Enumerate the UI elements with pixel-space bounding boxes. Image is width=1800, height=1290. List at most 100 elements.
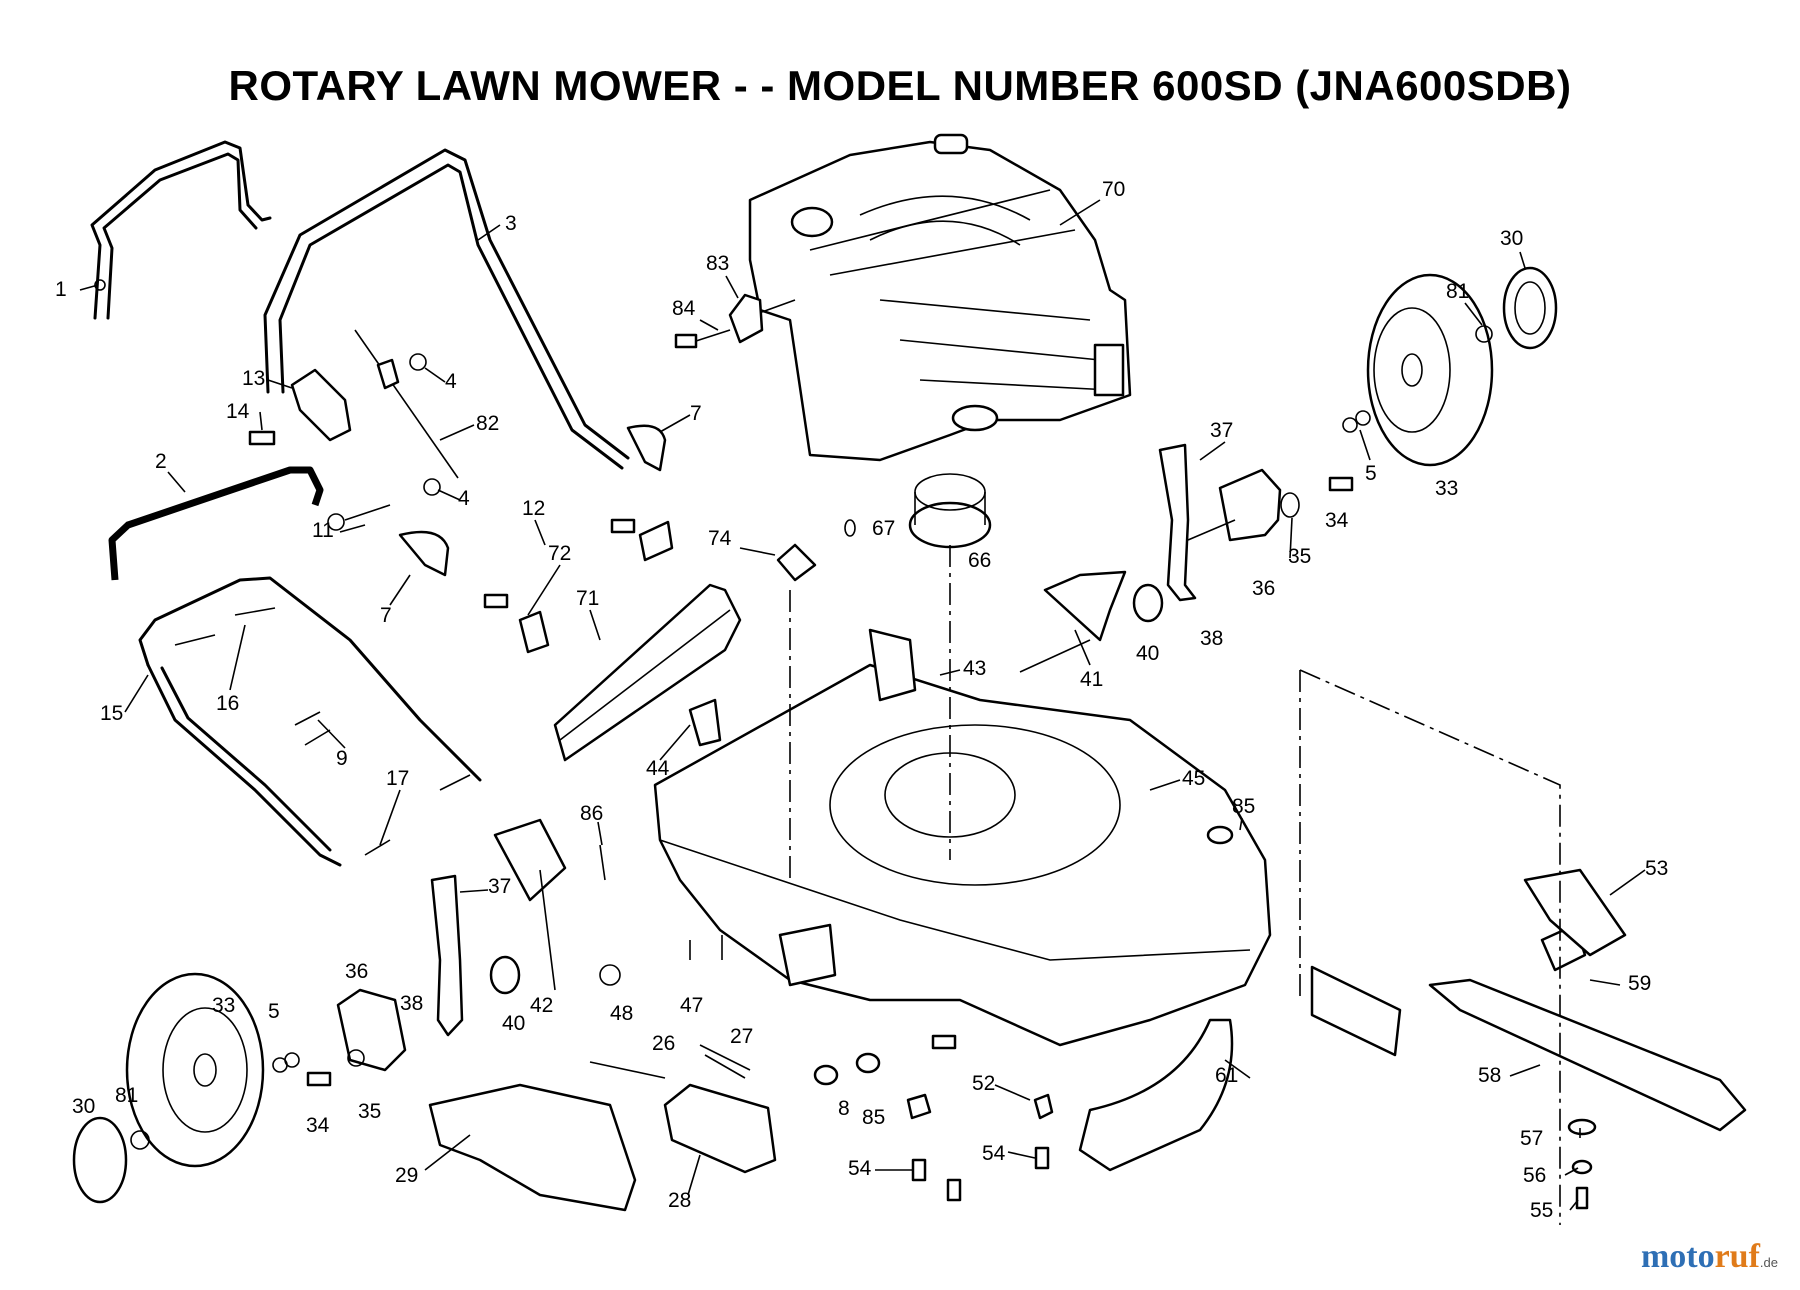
bracket-part [674,293,796,349]
callout-86: 86 [580,802,603,825]
callout-9: 9 [336,747,348,770]
callout-58: 58 [1478,1064,1501,1087]
callout-54: 54 [848,1157,872,1180]
lower-handle-part [263,148,630,470]
callout-57: 57 [1520,1127,1543,1150]
callout-36-b: 36 [345,960,368,983]
callout-4: 4 [445,370,457,393]
mulch-baffle-part [1310,965,1402,1057]
dial-right-part [1019,570,1164,673]
mulch-plate-part [1078,1018,1234,1172]
callout-45: 45 [1182,767,1205,790]
callout-43: 43 [963,657,986,680]
callout-53: 53 [1645,857,1668,880]
callout-66: 66 [968,549,991,572]
callout-35-b: 35 [358,1100,381,1123]
callout-4-b: 4 [458,487,470,510]
callout-labels: 1 3 70 30 83 84 81 13 4 14 82 7 37 2 5 3… [55,178,1668,1222]
engine-part [748,133,1132,462]
callout-2: 2 [155,450,167,473]
watermark-part2: ruf [1714,1238,1760,1275]
callout-40-b: 40 [502,1012,525,1035]
callout-36: 36 [1252,577,1275,600]
rear-door-hinge-part [589,1044,777,1174]
callout-47: 47 [680,994,703,1017]
leader-lines [79,199,1646,1211]
height-adjuster-right-part [1158,443,1354,602]
callout-26: 26 [652,1032,675,1055]
rear-guard-part [483,518,742,762]
callout-48: 48 [610,1002,633,1025]
callout-83: 83 [706,252,729,275]
wheel-left-part [72,972,365,1204]
callout-74: 74 [708,527,732,550]
callout-29: 29 [395,1164,418,1187]
callout-55: 55 [1530,1199,1553,1222]
callout-82: 82 [476,412,499,435]
callout-14: 14 [226,400,250,423]
mower-deck-part [653,628,1272,1047]
callout-67: 67 [872,517,895,540]
callout-52: 52 [972,1072,995,1095]
callout-81-b: 81 [115,1084,138,1107]
handle-fasteners-part [248,329,667,577]
wheel-right-part [1342,266,1558,467]
deflector-part [428,1083,637,1212]
callout-13: 13 [242,367,265,390]
callout-38-b: 38 [400,992,423,1015]
callout-5: 5 [1365,462,1377,485]
callout-70: 70 [1102,178,1125,201]
callout-61: 61 [1215,1064,1238,1087]
callout-44: 44 [646,757,670,780]
height-adjuster-left-part [336,818,621,1072]
callout-1: 1 [55,278,67,301]
callout-33: 33 [1435,477,1458,500]
callout-41: 41 [1080,668,1103,691]
callout-35: 35 [1288,545,1311,568]
callout-3: 3 [505,212,517,235]
callout-17: 17 [386,767,409,790]
callout-85: 85 [1232,795,1255,818]
callout-16: 16 [216,692,239,715]
callout-7: 7 [690,402,702,425]
callout-72: 72 [548,542,571,565]
callout-40: 40 [1136,642,1159,665]
callout-12: 12 [522,497,545,520]
callout-85-b: 85 [862,1106,885,1129]
deck-hardware-part [599,825,1234,1202]
callout-34: 34 [1325,509,1349,532]
callout-30-b: 30 [72,1095,95,1118]
callout-54-b: 54 [982,1142,1006,1165]
watermark-tld: .de [1759,1255,1778,1270]
callout-27: 27 [730,1025,753,1048]
callout-34-b: 34 [306,1114,330,1137]
callout-81: 81 [1446,280,1469,303]
centerline-blade [1299,669,1561,1225]
blade-assembly-part [1428,868,1747,1210]
diagram-title: ROTARY LAWN MOWER - - MODEL NUMBER 600SD… [228,62,1572,109]
plug-part [776,543,817,582]
callout-37-b: 37 [488,875,511,898]
watermark-part1: moto [1640,1238,1715,1275]
handle-frame-part [138,576,482,867]
callout-84: 84 [672,297,696,320]
callout-42: 42 [530,994,553,1017]
callout-37: 37 [1210,419,1233,442]
handle-grip-part [108,466,324,581]
callout-8: 8 [838,1097,850,1120]
callout-71: 71 [576,587,599,610]
callout-15: 15 [100,702,123,725]
pulley-part [844,473,992,549]
callout-5-b: 5 [268,1000,280,1023]
callout-56: 56 [1523,1164,1546,1187]
callout-7-b: 7 [380,604,392,627]
callout-33-b: 33 [212,994,235,1017]
callout-30: 30 [1500,227,1523,250]
callout-59: 59 [1628,972,1651,995]
callout-28: 28 [668,1189,691,1212]
callout-38: 38 [1200,627,1223,650]
site-watermark: motoruf.de [1641,1238,1778,1276]
callout-11: 11 [312,519,334,542]
upper-handle-part [90,140,272,320]
